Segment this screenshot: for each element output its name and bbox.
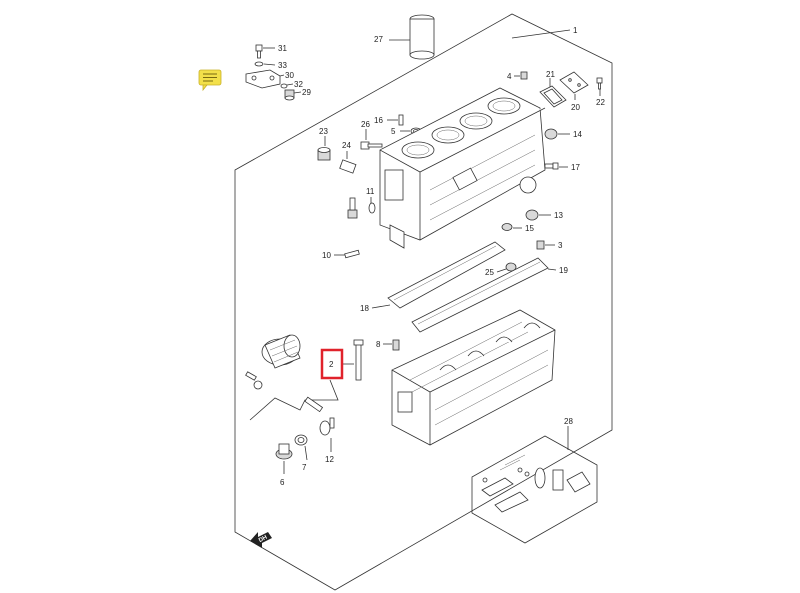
- part-2-bolt[interactable]: [353, 339, 364, 381]
- part-32-washer[interactable]: [280, 83, 288, 89]
- callout-6: 6: [280, 478, 285, 487]
- callout-15: 15: [525, 224, 534, 233]
- callout-25: 25: [485, 268, 494, 277]
- part-8-dowel[interactable]: [392, 339, 400, 351]
- callout-23: 23: [319, 127, 328, 136]
- callout-4: 4: [507, 72, 512, 81]
- part-16-stud[interactable]: [398, 114, 404, 126]
- callout-28: 28: [564, 417, 573, 426]
- callout-12: 12: [325, 455, 334, 464]
- part-11-washer[interactable]: [368, 202, 376, 214]
- gasket-kit-frame: [471, 435, 598, 544]
- callout-33: 33: [278, 61, 287, 70]
- callout-20: 20: [571, 103, 580, 112]
- front-marker-label: DH: [258, 535, 268, 544]
- part-21-gasket[interactable]: [539, 85, 567, 108]
- part-11-plug[interactable]: [347, 197, 358, 219]
- callout-13: 13: [554, 211, 563, 220]
- callout-11: 11: [366, 187, 375, 196]
- part-19-gasket[interactable]: [411, 257, 549, 333]
- callout-21: 21: [546, 70, 555, 79]
- note-icon[interactable]: [198, 69, 222, 92]
- cylinder-block[interactable]: [379, 87, 546, 249]
- callout-29: 29: [302, 88, 311, 97]
- callout-10: 10: [322, 251, 331, 260]
- part-18-gasket[interactable]: [387, 241, 506, 309]
- part-33-washer[interactable]: [254, 61, 264, 67]
- callout-1: 1: [573, 26, 578, 35]
- part-26-bolt[interactable]: [360, 141, 383, 150]
- part-union-fitting[interactable]: [245, 371, 263, 390]
- callout-8: 8: [376, 340, 381, 349]
- part-17-bolt[interactable]: [544, 162, 559, 170]
- part-22-bolt[interactable]: [596, 77, 603, 90]
- part-23-plug[interactable]: [317, 147, 331, 161]
- callout-19: 19: [559, 266, 568, 275]
- front-direction-marker: DH: [250, 532, 272, 548]
- part-3-dowel[interactable]: [536, 240, 545, 250]
- callout-3: 3: [558, 241, 563, 250]
- callout-24: 24: [342, 141, 351, 150]
- part-13-plug[interactable]: [525, 209, 539, 221]
- part-29-plug[interactable]: [284, 89, 295, 101]
- part-20-cover[interactable]: [559, 71, 589, 94]
- callout-14: 14: [573, 130, 582, 139]
- callout-2: 2: [329, 360, 334, 369]
- part-6-union[interactable]: [275, 443, 293, 460]
- part-27-cylinder-liner[interactable]: [389, 14, 435, 60]
- part-4-plug[interactable]: [520, 71, 528, 80]
- part-24-pin[interactable]: [339, 159, 357, 174]
- callout-31: 31: [278, 44, 287, 53]
- callout-27: 27: [374, 35, 383, 44]
- part-28-gasket-kit[interactable]: [481, 454, 591, 513]
- callout-16: 16: [374, 116, 383, 125]
- highlight-box-part-2[interactable]: [320, 348, 344, 380]
- part-14-plug[interactable]: [544, 128, 558, 140]
- part-10-pin[interactable]: [344, 249, 360, 259]
- callout-7: 7: [302, 463, 307, 472]
- part-7-hose[interactable]: [294, 434, 308, 446]
- part-31-bolt[interactable]: [255, 44, 263, 59]
- callout-30: 30: [285, 71, 294, 80]
- callout-18: 18: [360, 304, 369, 313]
- part-30-bracket[interactable]: [245, 69, 281, 89]
- part-25-plug[interactable]: [505, 262, 517, 272]
- callout-5: 5: [391, 127, 396, 136]
- part-15-plug[interactable]: [501, 223, 513, 231]
- assembly-frame: [234, 13, 613, 591]
- crankcase-lower[interactable]: [391, 309, 556, 446]
- callout-22: 22: [596, 98, 605, 107]
- callout-26: 26: [361, 120, 370, 129]
- callout-32: 32: [294, 80, 303, 89]
- part-12-hose-clamp[interactable]: [304, 396, 335, 436]
- part-cylinder-sleeve[interactable]: [261, 334, 301, 369]
- callout-17: 17: [571, 163, 580, 172]
